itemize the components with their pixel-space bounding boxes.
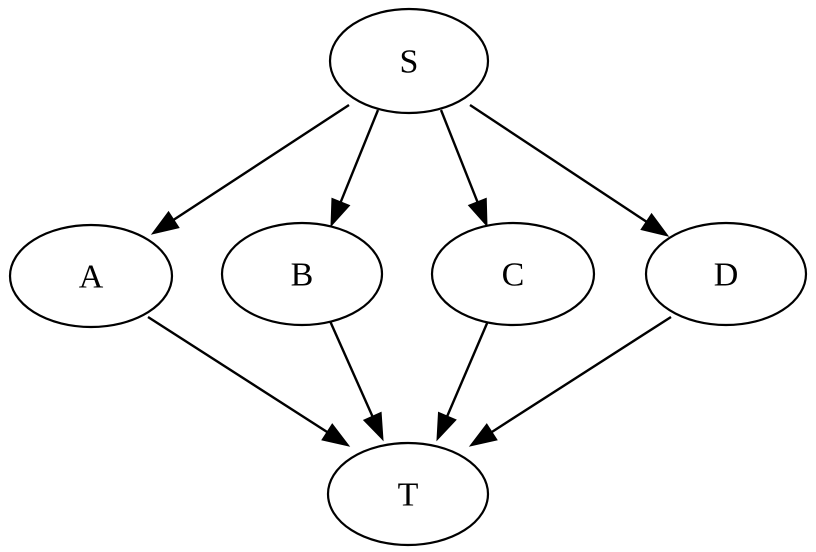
- graph-node-c[interactable]: C: [430, 221, 596, 327]
- edge-arrowhead-icon: [436, 411, 457, 442]
- node-ellipse[interactable]: [328, 7, 490, 115]
- graph-edge: S → C: [439, 109, 488, 228]
- graph-edge: S → B: [330, 109, 380, 228]
- edge-line: [147, 315, 331, 435]
- graph-edge: C → T: [436, 320, 490, 442]
- graph-node-s[interactable]: S: [328, 7, 490, 115]
- graph-edge: S → A: [150, 103, 350, 235]
- graph-node-t[interactable]: T: [326, 441, 490, 547]
- edge-arrowhead-icon: [150, 210, 180, 235]
- edge-arrowhead-icon: [330, 197, 351, 228]
- edge-arrowhead-icon: [640, 212, 670, 237]
- graph-node-d[interactable]: D: [644, 221, 808, 327]
- edge-line: [338, 109, 380, 206]
- edge-line: [444, 320, 490, 420]
- edge-line: [439, 109, 480, 206]
- graph-edge: D → T: [468, 315, 672, 447]
- edge-line: [328, 320, 375, 420]
- edge-arrowhead-icon: [321, 423, 351, 447]
- edge-arrowhead-icon: [362, 411, 384, 442]
- node-ellipse[interactable]: [326, 441, 490, 547]
- graph-edge: A → T: [147, 315, 351, 447]
- node-ellipse[interactable]: [8, 223, 174, 329]
- graph-edge: B → T: [328, 320, 384, 442]
- edges-layer: S → AS → B S → CS → D A → TB → T C → TD → T: [147, 103, 672, 447]
- graph-node-b[interactable]: B: [220, 221, 384, 327]
- edge-arrowhead-icon: [467, 197, 488, 228]
- edge-line: [170, 103, 350, 223]
- edge-line: [469, 103, 650, 225]
- graph-node-a[interactable]: A: [8, 223, 174, 329]
- graph-edge: S → D: [469, 103, 670, 237]
- edge-line: [488, 315, 672, 435]
- node-ellipse[interactable]: [430, 221, 596, 327]
- node-ellipse[interactable]: [644, 221, 808, 327]
- edge-arrowhead-icon: [468, 423, 498, 447]
- node-ellipse[interactable]: [220, 221, 384, 327]
